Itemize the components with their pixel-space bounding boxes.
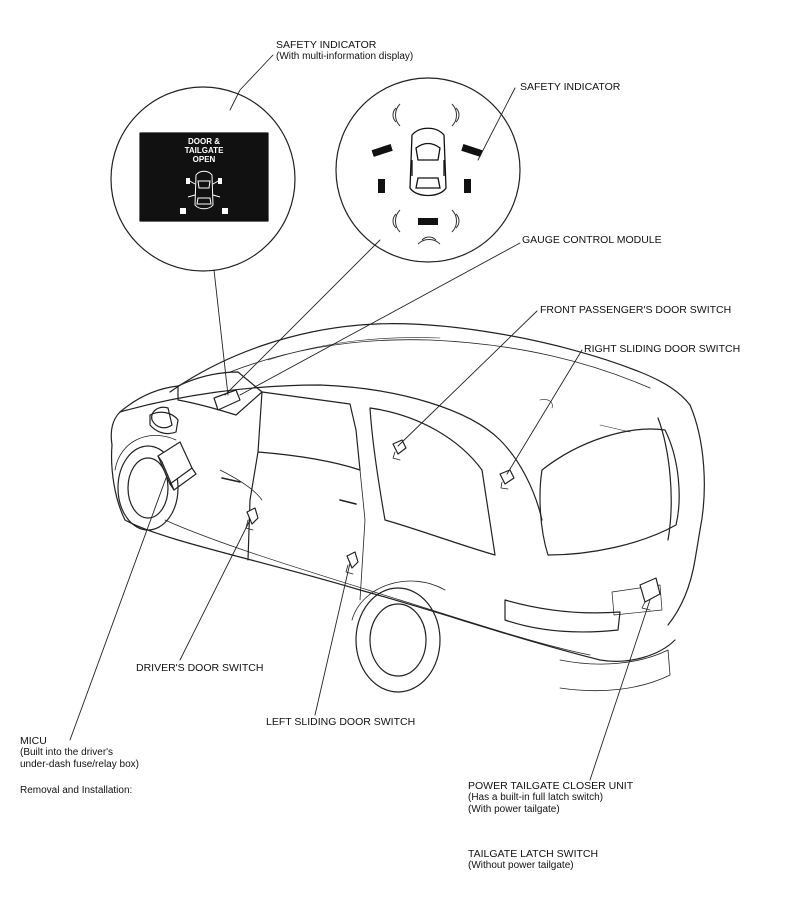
label-gauge-control-module: GAUGE CONTROL MODULE [522,234,662,246]
label-title: DRIVER'S DOOR SWITCH [136,662,264,674]
right-sliding-door-switch-part [499,469,515,490]
label-title: MICU [20,735,47,747]
label-left-sliding-door-switch: LEFT SLIDING DOOR SWITCH [266,716,415,728]
display-line-3: OPEN [193,155,216,164]
label-line-1: (Built into the driver's [20,747,114,758]
display-line-1: DOOR & [188,137,220,146]
leader-lines [69,54,651,781]
callout-circle-right [335,77,521,263]
micu-box [157,441,197,491]
safety-indicator-graphic [371,103,483,245]
drivers-door-switch-part [245,507,259,531]
label-power-tailgate-closer-unit: POWER TAILGATE CLOSER UNIT (Has a built-… [468,780,633,816]
indicator-segments [371,144,483,225]
callout-circle-left [110,86,296,272]
display-line-2: TAILGATE [185,146,224,155]
label-title: POWER TAILGATE CLOSER UNIT [468,780,634,792]
label-line-2: (With power tailgate) [468,804,560,815]
label-micu: MICU (Built into the driver's under-dash… [20,735,139,797]
label-title: LEFT SLIDING DOOR SWITCH [266,716,416,728]
label-safety-indicator: SAFETY INDICATOR [520,81,620,93]
label-front-passenger-door-switch: FRONT PASSENGER'S DOOR SWITCH [540,304,731,316]
label-right-sliding-door-switch: RIGHT SLIDING DOOR SWITCH [584,343,740,355]
label-title: RIGHT SLIDING DOOR SWITCH [584,343,741,355]
left-sliding-door-switch-part [345,551,359,575]
label-title: TAILGATE LATCH SWITCH [468,848,599,860]
front-passenger-door-switch-part [392,439,407,461]
multi-information-display: DOOR & TAILGATE OPEN [180,137,228,214]
label-title: FRONT PASSENGER'S DOOR SWITCH [540,304,732,316]
label-line-1: (Without power tailgate) [468,860,574,871]
minivan-illustration [110,323,705,693]
label-title: GAUGE CONTROL MODULE [522,234,662,246]
label-title: SAFETY INDICATOR [520,81,621,93]
label-title: SAFETY INDICATOR [276,39,377,51]
tailgate-closer-unit-part [639,577,661,611]
label-tailgate-latch-switch: TAILGATE LATCH SWITCH (Without power tai… [468,848,598,872]
removal-installation-link[interactable]: Removal and Installation: [20,785,133,796]
label-line-2: under-dash fuse/relay box) [20,759,139,770]
label-sub: (With multi-information display) [276,51,414,62]
label-line-1: (Has a built-in full latch switch) [468,792,604,803]
gauge-control-module-part [213,389,241,411]
label-safety-indicator-mid: SAFETY INDICATOR (With multi-information… [276,39,413,63]
label-drivers-door-switch: DRIVER'S DOOR SWITCH [136,662,263,674]
